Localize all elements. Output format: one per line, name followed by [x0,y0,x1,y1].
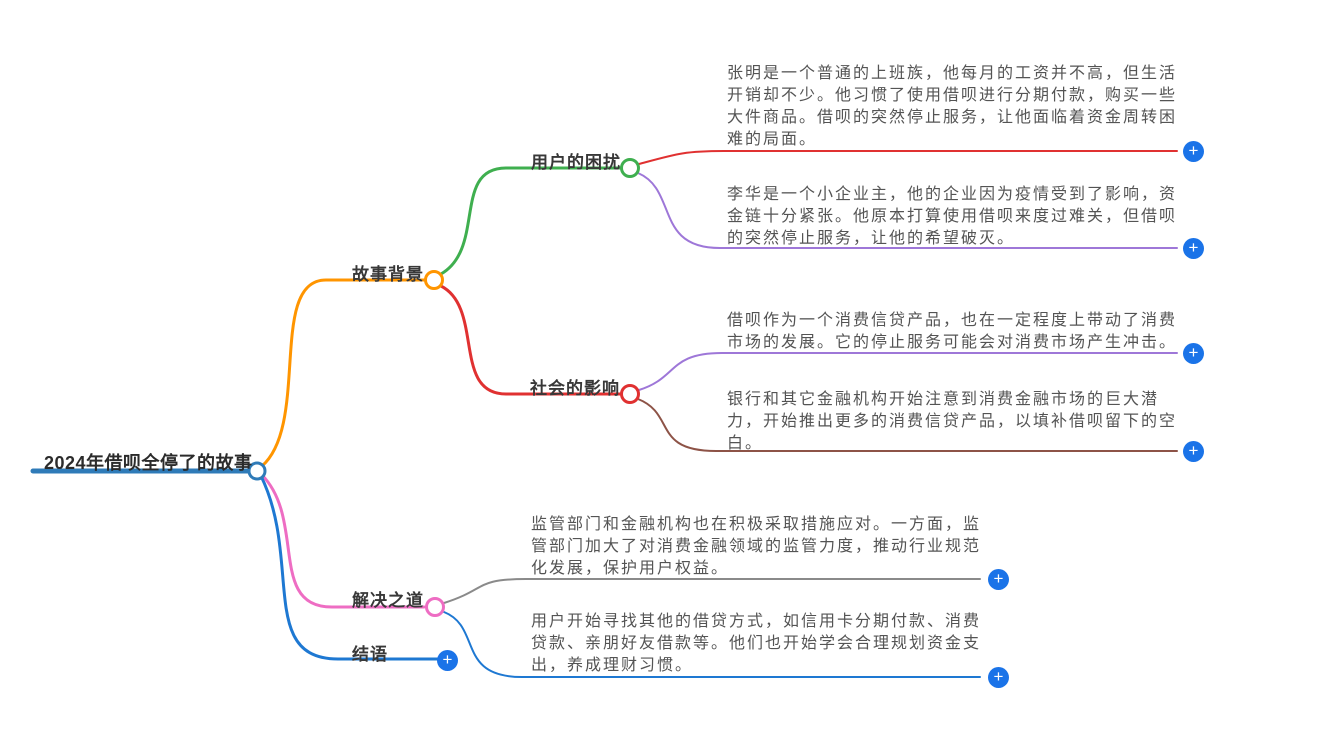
leaf-topic-lihua[interactable]: 李华是一个小企业主，他的企业因为疫情受到了影响，资 金链十分紧张。他原本打算使用… [727,186,1178,247]
edge-social-impact-to-bank [637,398,1178,452]
expand-button-regulation[interactable]: + [988,569,1009,590]
branch-topic-background[interactable]: 故事背景 [352,265,424,284]
edge-root-to-background [260,278,426,468]
expand-button-bank-response[interactable]: + [1183,441,1204,462]
edge-background-to-user-trouble [439,166,623,276]
node-handle-solution[interactable] [425,597,445,617]
edge-root-to-conclusion [259,474,440,661]
expand-button-market-impact[interactable]: + [1183,343,1204,364]
plus-icon: + [442,650,453,669]
plus-icon: + [1188,141,1199,160]
leaf-topic-regulation[interactable]: 监管部门和金融机构也在积极采取措施应对。一方面，监 管部门加大了对消费金融领域的… [531,516,982,577]
expand-button-conclusion[interactable]: + [437,650,458,671]
edge-root-to-solution [260,473,426,609]
leaf-topic-market-impact[interactable]: 借呗作为一个消费信贷产品，也在一定程度上带动了消费 市场的发展。它的停止服务可能… [727,312,1178,351]
edge-solution-to-adaptation [443,611,981,678]
plus-icon: + [1188,441,1199,460]
leaf-topic-bank-response[interactable]: 银行和其它金融机构开始注意到消费金融市场的巨大潜 力，开始推出更多的消费信贷产品… [727,391,1178,452]
plus-icon: + [1188,343,1199,362]
leaf-topic-zhangming[interactable]: 张明是一个普通的上班族，他每月的工资并不高，但生活 开销却不少。他习惯了使用借呗… [727,65,1178,148]
edge-user-trouble-to-lihua [637,172,1178,249]
root-topic[interactable]: 2024年借呗全停了的故事 [44,453,253,473]
edge-user-trouble-to-zhangming [638,150,1178,165]
branch-topic-solution[interactable]: 解决之道 [352,591,424,610]
node-handle-user-trouble[interactable] [620,158,640,178]
expand-button-user-adaptation[interactable]: + [988,667,1009,688]
expand-button-lihua[interactable]: + [1183,238,1204,259]
branch-topic-social-impact[interactable]: 社会的影响 [530,379,620,398]
node-handle-root[interactable] [247,461,267,481]
plus-icon: + [993,667,1004,686]
node-handle-social-impact[interactable] [620,384,640,404]
edge-solution-to-regulation [443,578,981,604]
plus-icon: + [1188,238,1199,257]
edge-background-to-social-impact [439,284,622,396]
edge-social-impact-to-market [638,352,1178,391]
expand-button-zhangming[interactable]: + [1183,141,1204,162]
branch-topic-user-trouble[interactable]: 用户的困扰 [531,153,621,172]
leaf-topic-user-adaptation[interactable]: 用户开始寻找其他的借贷方式，如信用卡分期付款、消费 贷款、亲朋好友借款等。他们也… [531,613,982,674]
plus-icon: + [993,569,1004,588]
branch-topic-conclusion[interactable]: 结语 [352,645,388,664]
node-handle-background[interactable] [424,270,444,290]
